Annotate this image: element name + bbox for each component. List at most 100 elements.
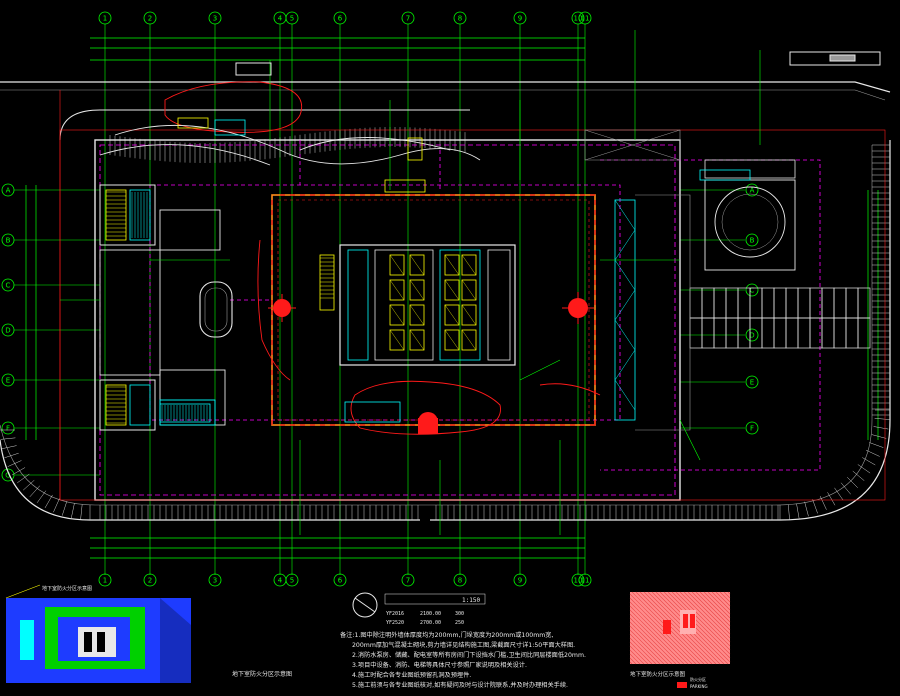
mini-hatch-line [629, 661, 633, 665]
grid-bubble-right [745, 328, 759, 342]
note-line-6: 5.施工前须与各专业图纸核对,如有疑问及时与设计院联系,并及时办理相关手续. [352, 681, 568, 689]
left-room-hatch [131, 192, 208, 421]
grid-bubble-top [208, 11, 222, 25]
ramp-stripe [11, 467, 26, 476]
elevator-cross [389, 279, 405, 301]
mini-hatch-line [629, 601, 693, 665]
ramp-stripe [827, 492, 836, 506]
grid-label-top: 5 [290, 15, 294, 23]
parking-bay [797, 287, 811, 319]
elevator-car [461, 254, 477, 276]
mini-hatch-line [711, 591, 731, 611]
mini-hatch-line [703, 591, 731, 619]
mini-hatch-line [707, 591, 731, 615]
elevator-cross [409, 304, 425, 326]
legend-row1-value: 2100.00 [420, 611, 441, 617]
grid-bubble-top [333, 11, 347, 25]
elevator-car [461, 279, 477, 301]
grid-bubble-top [571, 11, 585, 25]
stair-treads [106, 191, 334, 424]
grid-bubble-bottom [513, 573, 527, 587]
grid-label-left: E [6, 377, 10, 385]
grid-label-bottom: 4 [278, 577, 283, 585]
grid-label-top: 4 [278, 15, 283, 23]
ramp-stripe [53, 498, 60, 513]
grid-label-right: B [750, 237, 755, 245]
ramp-stripe [869, 442, 884, 448]
right-corridor [584, 129, 691, 431]
mini-hatch-line [629, 637, 657, 665]
grid-bubble-bottom [285, 573, 299, 587]
mini-hatch-line [683, 591, 731, 639]
mini-legend-2: PARKING [690, 684, 708, 689]
ramp-stripe [36, 490, 47, 503]
ramp-stripe [61, 501, 68, 516]
mini-hatch-line [691, 591, 731, 631]
parking-bay [845, 287, 859, 319]
mini-hatch-line [723, 591, 731, 599]
grid-bubble-top [513, 11, 527, 25]
grid-bubble-right [745, 421, 759, 435]
grid-label-right: A [750, 187, 755, 195]
ramp-stripe [29, 485, 41, 498]
mini-hatch-line [727, 591, 731, 595]
grid-label-bottom: 7 [406, 577, 410, 585]
grid-label-bottom: 3 [213, 577, 217, 585]
ramp-stripe [17, 473, 30, 484]
elevator-cross [444, 254, 460, 276]
parking-bay [773, 287, 787, 319]
elevator-car [389, 329, 405, 351]
grid-bubble-bottom [98, 573, 112, 587]
parking-bay [845, 317, 859, 349]
ramp-stripe [44, 494, 53, 509]
mini-hatch-line [639, 591, 713, 665]
grid-bubble-left [1, 468, 15, 482]
ramp-stripe [873, 426, 889, 430]
grid-bubble-left [1, 183, 15, 197]
mini-plan-hatch [629, 591, 731, 665]
grid-label-right: F [750, 425, 754, 433]
ramp-stripe [7, 460, 22, 467]
stair-left-lower [99, 379, 156, 431]
elevator-cross [389, 329, 405, 351]
left-equipment-rooms [99, 209, 226, 426]
title-tags [235, 51, 881, 76]
elevator-car [409, 254, 425, 276]
ramp-stripe [819, 495, 827, 510]
stair-left-upper [99, 184, 156, 246]
note-line-5: 4.施工时配合各专业图纸预留孔洞及预埋件. [352, 671, 471, 679]
elevator-car [444, 329, 460, 351]
grid-label-bottom: 6 [338, 577, 343, 585]
mini-hatch-line [663, 591, 731, 659]
grid-bubble-top [285, 11, 299, 25]
mini-hatch-line [629, 605, 689, 665]
legend-row2-code: YF2520 [386, 620, 404, 626]
mini-plan: 地下室防火分区示意图 防火分区 PARKING [629, 591, 731, 689]
elevator-cross [389, 254, 405, 276]
grid-label-right: D [749, 332, 754, 340]
elevator-cross [461, 329, 477, 351]
ramp-stripe [834, 487, 844, 501]
grid-label-left: C [6, 282, 11, 290]
grid-label-left: F [6, 425, 10, 433]
grid-label-left: G [5, 472, 10, 480]
grid-bubble-bottom [571, 573, 585, 587]
elevator-cross [409, 254, 425, 276]
ramp-stripe [22, 479, 35, 491]
elevator-car [444, 279, 460, 301]
top-ramp-region [99, 124, 481, 166]
grid-bubble-left [1, 421, 15, 435]
revision-clouds [164, 81, 601, 435]
core-boundary-ticks [271, 194, 596, 426]
yellow-equipment [177, 117, 426, 311]
elevator-car [444, 254, 460, 276]
elevator-car [389, 254, 405, 276]
elevator-car [444, 304, 460, 326]
fire-marker-left [268, 294, 296, 322]
parking-bay [713, 317, 727, 349]
elevator-cross [444, 329, 460, 351]
mini-hatch-line [719, 591, 731, 603]
